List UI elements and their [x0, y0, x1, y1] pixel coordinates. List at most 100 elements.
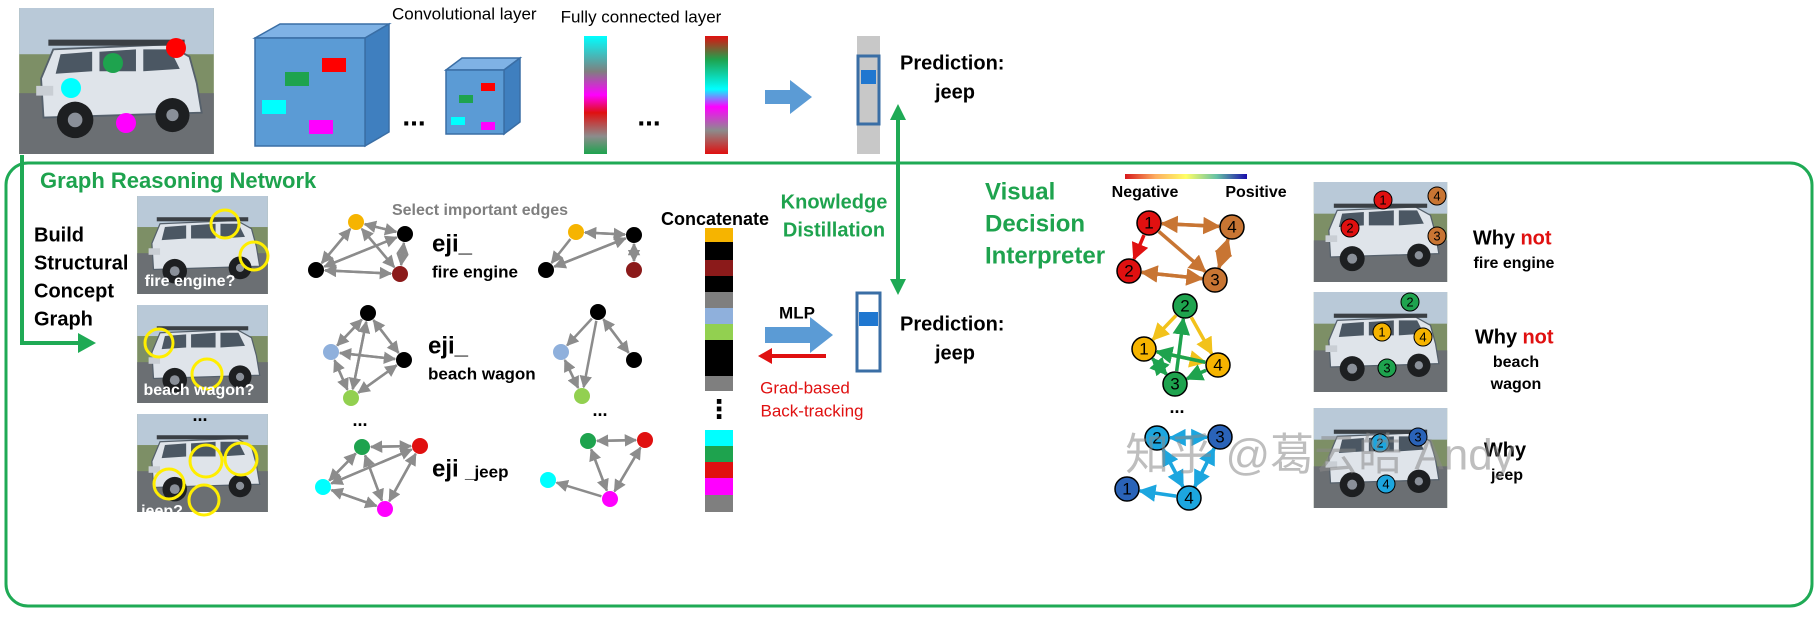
decision-node-label: 1 — [1144, 213, 1153, 232]
mlp-arrow — [765, 317, 833, 353]
concat-segment — [705, 430, 733, 446]
forward-arrow — [765, 80, 812, 114]
explanation-marker — [1427, 226, 1447, 246]
concat-segment — [705, 308, 733, 324]
explanation-marker-label: 2 — [1406, 294, 1413, 309]
decision-edge — [1161, 216, 1221, 235]
backtrack-arrowhead — [758, 348, 772, 364]
ellipsis: ... — [1169, 397, 1184, 417]
graph-node — [396, 352, 412, 368]
concept-circle — [190, 357, 224, 391]
graph-edge — [595, 434, 637, 447]
graph-edge — [330, 487, 377, 508]
edge-weight-symbol: eji_ — [428, 332, 469, 359]
graph-node — [553, 344, 569, 360]
edge-weight-class: fire engine — [432, 262, 518, 281]
concept-circle — [238, 240, 270, 272]
knowledge-distillation-label: Distillation — [783, 219, 885, 241]
knowledge-distillation-label: Knowledge — [781, 191, 888, 213]
photo-caption: jeep? — [140, 503, 183, 520]
decision-node — [1114, 476, 1140, 502]
graph-node — [412, 438, 428, 454]
decision-node-label: 2 — [1124, 261, 1133, 280]
concept-circle — [223, 441, 259, 477]
graph-node — [590, 304, 606, 320]
conv-activation — [451, 117, 465, 125]
concept-dot-green — [103, 53, 123, 73]
concat-segment — [705, 478, 733, 495]
photo-caption: beach wagon? — [143, 382, 254, 399]
graph-edge — [323, 235, 398, 268]
select-edges-label: Select important edges — [392, 202, 568, 219]
graph-node — [397, 226, 413, 242]
explanation-marker — [1372, 322, 1392, 342]
graph-node — [540, 472, 556, 488]
query-photo — [136, 414, 269, 512]
why-target-label: beach — [1493, 354, 1539, 371]
explanation-marker-label: 4 — [1382, 476, 1389, 491]
ellipsis: ... — [402, 100, 425, 131]
decision-node-label: 3 — [1170, 374, 1179, 393]
graph-node — [377, 501, 393, 517]
prediction-bar-bottom — [855, 291, 882, 373]
decision-edge — [1168, 428, 1208, 447]
graph-edge — [333, 359, 349, 391]
graph-node — [348, 214, 364, 230]
graph-edge — [363, 220, 397, 234]
concept-dot-magenta — [116, 113, 136, 133]
conv-activation — [481, 83, 495, 91]
decision-node-label: 1 — [1122, 479, 1131, 498]
vdi-title: Decision — [985, 210, 1085, 237]
decision-node-label: 2 — [1152, 428, 1161, 447]
graph-edge — [602, 318, 630, 354]
vertical-ellipsis: ⋮ — [706, 394, 732, 424]
grad-backtrack-label: Grad-based — [760, 378, 850, 397]
colorbar — [1125, 174, 1247, 179]
explanation-marker-label: 2 — [1346, 220, 1353, 235]
decision-edge — [1189, 316, 1214, 356]
graph-edge — [579, 320, 598, 389]
fc-vector-2 — [705, 36, 728, 154]
concept-dot-red — [166, 38, 186, 58]
prediction-bar-top-peak — [861, 70, 876, 84]
decision-node — [1144, 425, 1170, 451]
conv-activation — [285, 72, 309, 86]
decision-edge — [1141, 268, 1204, 286]
colorbar-positive-label: Positive — [1225, 184, 1286, 201]
explanation-marker-label: 1 — [1379, 192, 1386, 207]
explanation-marker-label: 1 — [1378, 324, 1385, 339]
graph-edge — [372, 319, 400, 354]
graph-fire-engine-selected — [538, 224, 642, 278]
concept-circle — [188, 443, 224, 479]
decision-node — [1116, 258, 1142, 284]
edge-weight-class: _jeep — [464, 462, 508, 481]
edge-weight-symbol: eji_ — [432, 230, 473, 257]
concat-segment — [705, 495, 733, 512]
decision-edge — [1131, 234, 1149, 261]
graph-edge — [328, 452, 357, 482]
conv-layer-label: Convolutional layer — [392, 4, 537, 23]
graph-edge — [566, 317, 593, 347]
decision-edge — [1185, 364, 1207, 381]
concat-segment — [705, 462, 733, 478]
concat-segment — [705, 292, 733, 308]
explanation-marker — [1400, 292, 1420, 312]
decision-node — [1172, 293, 1198, 319]
graph-node — [343, 390, 359, 406]
graph-edge — [330, 448, 413, 485]
explanation-marker-label: 3 — [1433, 228, 1440, 243]
fc-vector-1 — [584, 36, 607, 154]
decision-edge — [1157, 230, 1207, 273]
colorbar-negative-label: Negative — [1112, 184, 1179, 201]
explanation-marker-label: 4 — [1419, 329, 1426, 344]
edge-weight-class: beach wagon — [428, 364, 536, 383]
graph-edge — [550, 238, 572, 264]
concat-segment — [705, 340, 733, 376]
concept-dot-cyan — [61, 78, 81, 98]
photo-caption: fire engine? — [145, 273, 236, 290]
vdi-title: Interpreter — [985, 242, 1105, 269]
decision-node — [1207, 424, 1233, 450]
conv-cube-small-side — [503, 56, 521, 136]
